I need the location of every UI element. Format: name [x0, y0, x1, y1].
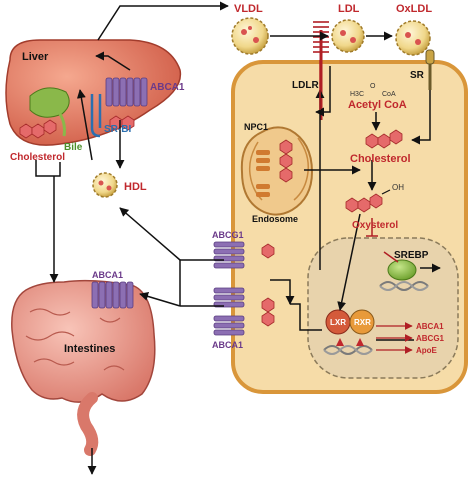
liver-cholesterol-molecule: [19, 115, 135, 139]
label-oh: OH: [392, 183, 404, 192]
label-abca1-liver: ABCA1: [150, 82, 185, 93]
label-oxldl: OxLDL: [396, 3, 432, 15]
srebp-dna-strand-icon: [379, 281, 429, 291]
label-intestines: Intestines: [64, 343, 115, 355]
gallbladder: [29, 87, 70, 118]
oxysterol-hydroxyl-icon: [381, 189, 391, 195]
pathway-arrows: [35, 1, 441, 475]
hdl-particle-icon: [92, 172, 118, 198]
label-rxr: RXR: [354, 318, 371, 327]
lxr-rxr-dimer-icon: [325, 309, 375, 335]
inhibition-lines: [319, 60, 399, 263]
srebp-dna-icon: [379, 281, 429, 291]
sr-receptor-icon: [425, 49, 435, 90]
membrane-cholesterol-molecule: [261, 243, 275, 327]
npc1-icon: [256, 150, 270, 197]
label-abcg1-top: ABCG1: [212, 230, 244, 240]
label-vldl: VLDL: [234, 3, 263, 15]
label-npc1: NPC1: [244, 122, 268, 132]
label-bile: Bile: [64, 142, 83, 153]
label-ldl: LDL: [338, 3, 360, 15]
cell-abcg1-transporter-icon: [213, 241, 245, 269]
label-liver: Liver: [22, 51, 49, 63]
label-acetyl-coa: Acetyl CoA: [348, 99, 407, 111]
label-endosome: Endosome: [252, 214, 298, 224]
intestine-folds: [25, 308, 125, 371]
liver-abca1-transporter-icon: [105, 77, 148, 107]
label-cholesterol-liver: Cholesterol: [10, 152, 65, 163]
label-srbi: SR-BI: [104, 124, 131, 135]
label-o: O: [370, 83, 376, 90]
vldl-particle-icon: [231, 17, 269, 55]
label-sr: SR: [410, 70, 425, 81]
endosome-cholesterol-molecule: [279, 139, 293, 183]
label-coa: CoA: [382, 91, 396, 98]
label-target-abcg1: ABCG1: [416, 334, 445, 343]
lxr-dna-strand-icon: [323, 345, 373, 355]
cell-abca1-transporter-bottom-icon: [213, 315, 245, 336]
lxr-target-arrows: [376, 322, 413, 354]
colon-segment: [77, 392, 99, 456]
label-oxysterol: Oxysterol: [352, 220, 398, 231]
liver-organ: [5, 39, 182, 146]
lxr-response-element-icon: [336, 338, 364, 346]
label-hdl: HDL: [124, 181, 147, 193]
oxldl-particle-icon: [395, 20, 431, 56]
bile-duct: [58, 113, 66, 137]
cell-cholesterol-molecule: [345, 129, 403, 213]
srebp-protein-icon: [387, 259, 417, 281]
label-abca1-intestine: ABCA1: [92, 270, 123, 280]
label-target-abca1: ABCA1: [416, 322, 444, 331]
cell-abca1-transporter-mid-icon: [213, 287, 245, 308]
label-abca1-cell: ABCA1: [212, 340, 243, 350]
nucleus: [307, 237, 459, 379]
label-cholesterol-cell: Cholesterol: [350, 153, 411, 165]
srbi-receptor-icon: [90, 94, 102, 138]
label-target-apoe: ApoE: [416, 346, 438, 355]
intestine-abca1-transporter-icon: [91, 281, 134, 309]
endosome: [240, 126, 314, 216]
ldl-particle-icon: [331, 19, 365, 53]
label-h3c: H3C: [350, 91, 364, 98]
label-lxr: LXR: [330, 318, 346, 327]
label-srebp: SREBP: [394, 250, 429, 261]
label-ldlr: LDLR: [292, 80, 319, 91]
